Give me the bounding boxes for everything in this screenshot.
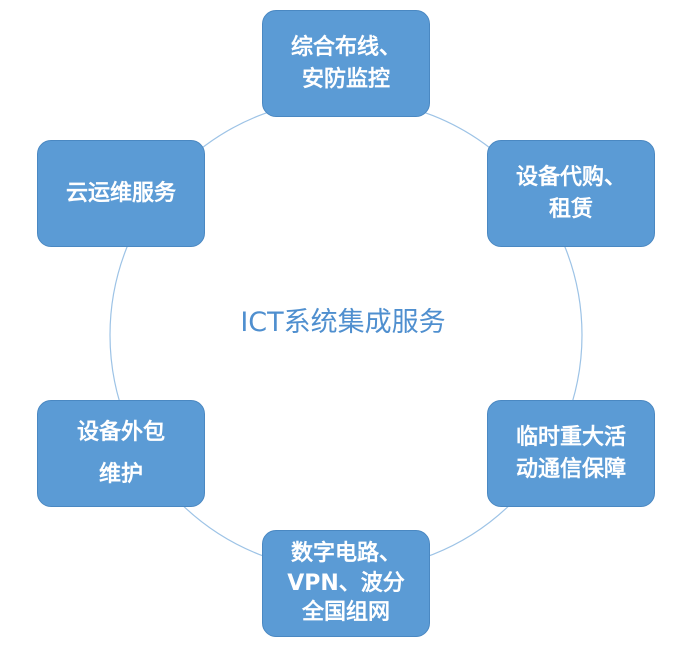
node-event-line-2: 动通信保障 xyxy=(515,456,626,482)
node-network-line-1: 数字电路、 xyxy=(290,540,401,566)
node-outsrc-line-2: 维护 xyxy=(98,461,143,487)
node-outsrc-line-1: 设备外包 xyxy=(76,419,165,445)
node-device-line-2: 租赁 xyxy=(548,196,593,222)
node-network-circuits: 数字电路、 VPN、波分 全国组网 xyxy=(262,530,430,637)
node-cabling-line-1: 综合布线、 xyxy=(290,34,401,60)
node-outsourced-maintenance: 设备外包 维护 xyxy=(37,400,205,507)
node-network-line-3: 全国组网 xyxy=(301,600,390,626)
node-cabling-line-2: 安防监控 xyxy=(301,66,390,92)
center-title: ICT系统集成服务 xyxy=(240,307,446,338)
node-network-line-2: VPN、波分 xyxy=(287,570,405,596)
node-event-assurance: 临时重大活 动通信保障 xyxy=(487,400,655,507)
node-cloud-line-1: 云运维服务 xyxy=(65,180,176,206)
node-device-line-1: 设备代购、 xyxy=(515,164,626,190)
node-device-procurement: 设备代购、 租赁 xyxy=(487,140,655,247)
node-event-line-1: 临时重大活 xyxy=(515,424,626,450)
node-cloud-ops: 云运维服务 xyxy=(37,140,205,247)
node-cabling-security: 综合布线、 安防监控 xyxy=(262,10,430,117)
